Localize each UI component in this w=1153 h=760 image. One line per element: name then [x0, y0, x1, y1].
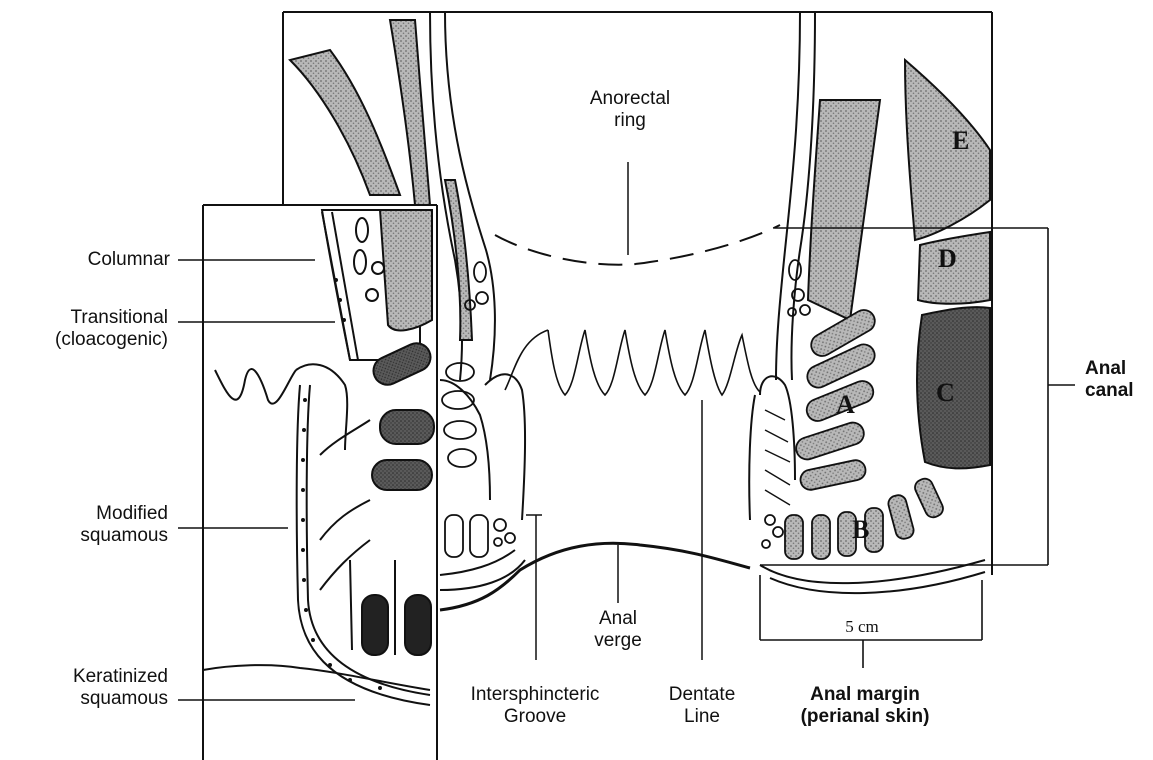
rectal-walls [430, 12, 815, 380]
zone-a-label: A [836, 390, 855, 420]
scale-label: 5 cm [812, 616, 912, 638]
anal-canal-line1: Anal [1085, 358, 1151, 380]
dentate-line2: Line [650, 706, 754, 728]
modified-squamous-line1: Modified [20, 503, 168, 525]
columnar-label: Columnar [20, 249, 170, 271]
anal-margin-label: Anal margin (perianal skin) [770, 684, 960, 728]
left-upper-muscle [290, 20, 472, 340]
modified-squamous-line2: squamous [20, 525, 168, 547]
zone-c-label: C [936, 378, 955, 408]
anal-verge-label: Anal verge [568, 608, 668, 652]
anorectal-ring-line [495, 225, 780, 265]
anal-canal-label: Anal canal [1085, 358, 1151, 402]
inset-tissue [322, 210, 435, 655]
intersphincteric-groove-label: Intersphincteric Groove [440, 684, 630, 728]
dentate-line-label: Dentate Line [650, 684, 754, 728]
anal-verge-line2: verge [568, 630, 668, 652]
anal-canal-line2: canal [1085, 380, 1151, 402]
right-glands [788, 260, 810, 316]
zone-b-label: B [852, 515, 869, 545]
anorectal-ring-label: Anorectal ring [555, 88, 705, 132]
left-sphincter-bundles [442, 363, 515, 557]
anal-margin-line2: (perianal skin) [770, 706, 960, 728]
keratinized-line2: squamous [10, 688, 168, 710]
dentate-line1: Dentate [650, 684, 754, 706]
modified-squamous-label: Modified squamous [20, 503, 168, 547]
anal-columns [505, 330, 760, 395]
keratinized-line1: Keratinized [10, 666, 168, 688]
anorectal-ring-line2: ring [555, 110, 705, 132]
transitional-line1: Transitional [5, 307, 168, 329]
anorectal-ring-line1: Anorectal [555, 88, 705, 110]
transitional-label: Transitional (cloacogenic) [5, 307, 168, 351]
transitional-line2: (cloacogenic) [5, 329, 168, 351]
anal-verge-line1: Anal [568, 608, 668, 630]
intersphincteric-line1: Intersphincteric [440, 684, 630, 706]
intersphincteric-line2: Groove [440, 706, 630, 728]
anal-margin-line1: Anal margin [770, 684, 960, 706]
keratinized-squamous-label: Keratinized squamous [10, 666, 168, 710]
zone-d-label: D [938, 244, 957, 274]
zone-e-label: E [952, 126, 969, 156]
right-crypt-lines [765, 410, 790, 505]
